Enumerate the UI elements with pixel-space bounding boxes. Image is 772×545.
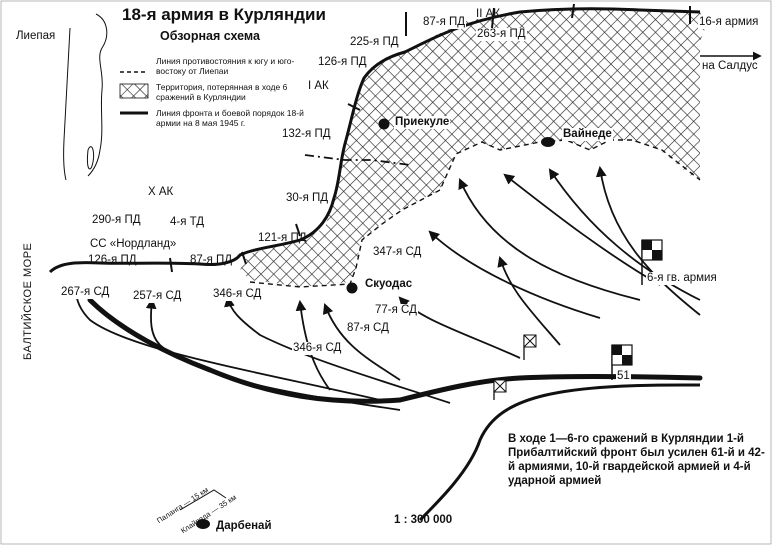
unit-ak2: II АК bbox=[476, 8, 500, 20]
lost-territory-area bbox=[240, 8, 706, 287]
legend-lost-territory: Территория, потерянная в ходе 6 сражений… bbox=[156, 82, 288, 102]
unit-army16: 16-я армия bbox=[698, 16, 760, 29]
city-priekule: Приекуле bbox=[394, 116, 451, 129]
confrontation-line bbox=[249, 139, 701, 288]
legend-front-may8: Линия фронта и боевой порядок 18-й армии… bbox=[156, 108, 304, 128]
corps-flag-b bbox=[493, 379, 507, 400]
unit-pd87-bottom: 87-я ПД bbox=[190, 254, 233, 266]
unit-sd346-bottom: 346-я СД bbox=[292, 342, 343, 355]
city-darbenai: Дарбенай bbox=[216, 520, 272, 532]
unit-pd121: 121-я ПД bbox=[258, 232, 307, 244]
map-scale: 1 : 300 000 bbox=[394, 514, 453, 526]
army51-tail bbox=[418, 383, 701, 522]
unit-sd87: 87-я СД bbox=[346, 322, 390, 335]
unit-pd87-top: 87-я ПД bbox=[422, 16, 467, 29]
unit-ak10: X АК bbox=[148, 186, 174, 198]
unit-pd132: 132-я ПД bbox=[282, 128, 331, 140]
map-title: 18-я армия в Курляндии bbox=[122, 5, 326, 24]
city-vainode: Вайнеде bbox=[562, 128, 613, 141]
map-subtitle: Обзорная схема bbox=[160, 29, 260, 43]
unit-army51: 51 bbox=[616, 370, 631, 383]
sea-label: БАЛТИЙСКОЕ МОРЕ bbox=[22, 242, 34, 360]
corps-boundary bbox=[304, 154, 411, 166]
army51-flag bbox=[611, 344, 633, 380]
city-skuodas: Скуодас bbox=[364, 278, 414, 291]
unit-pd30: 30-я ПД bbox=[286, 192, 329, 204]
front-line-may8 bbox=[48, 7, 701, 274]
unit-sd77: 77-я СД bbox=[374, 304, 418, 317]
city-saldus: на Салдус bbox=[702, 60, 758, 72]
army51-axis bbox=[87, 297, 703, 404]
front-boundary-ticks bbox=[169, 3, 691, 273]
unit-sd346-left: 346-я СД bbox=[212, 288, 263, 301]
unit-sd267: 267-я СД bbox=[60, 286, 111, 299]
unit-nordland: СС «Нордланд» bbox=[90, 238, 177, 250]
skuodas-marker bbox=[346, 282, 358, 294]
legend-symbols bbox=[119, 71, 149, 115]
vainode-marker bbox=[541, 137, 555, 147]
unit-guards-army6: 6-я гв. армия bbox=[646, 272, 718, 285]
darbenai-marker bbox=[196, 519, 210, 529]
unit-ak1: I АК bbox=[308, 80, 329, 92]
unit-pd263: 263-я ПД bbox=[476, 28, 527, 41]
priekule-marker bbox=[378, 118, 390, 130]
unit-pd126-top: 126-я ПД bbox=[318, 56, 367, 68]
city-liepaja: Лиепая bbox=[16, 30, 56, 42]
unit-pd126-bottom: 126-я ПД bbox=[88, 254, 137, 266]
legend-front-line: Линия противостояния к югу и юго-востоку… bbox=[156, 56, 295, 76]
guards-army6-flag bbox=[641, 239, 663, 285]
unit-td4: 4-я ТД bbox=[170, 216, 205, 228]
unit-sd257: 257-я СД bbox=[132, 290, 183, 303]
unit-pd225: 225-я ПД bbox=[350, 36, 399, 48]
reinforcement-note: В ходе 1—6-го сражений в Курляндии 1-й П… bbox=[508, 433, 765, 487]
corps-flag-a bbox=[523, 334, 537, 360]
liepaja-inset bbox=[63, 13, 108, 181]
unit-sd347: 347-я СД bbox=[372, 246, 423, 259]
unit-pd290: 290-я ПД bbox=[92, 214, 141, 226]
southern-road bbox=[179, 489, 227, 511]
